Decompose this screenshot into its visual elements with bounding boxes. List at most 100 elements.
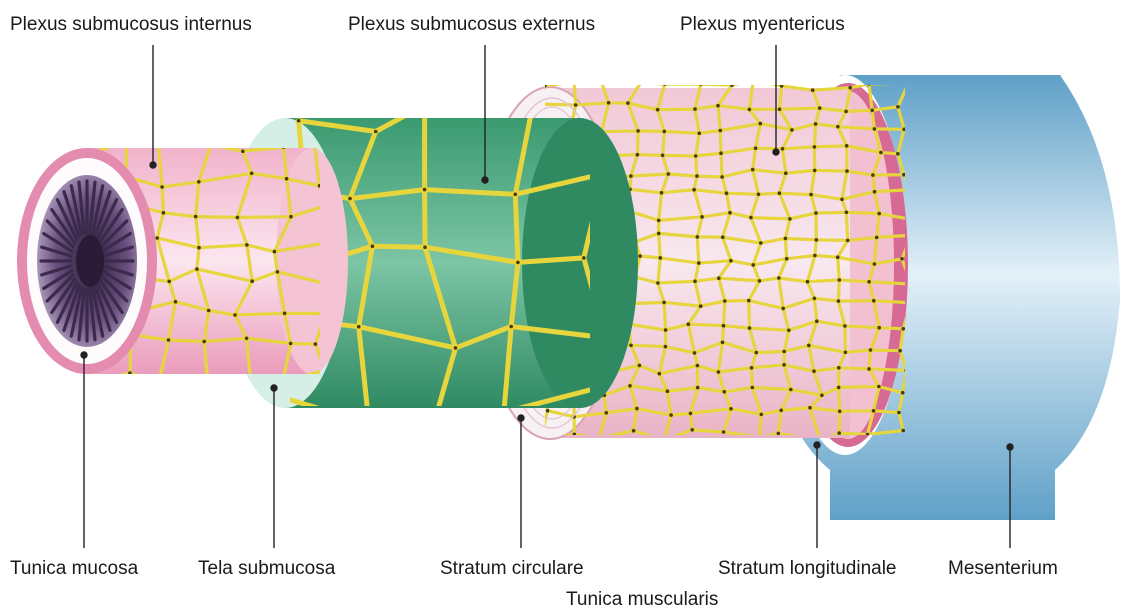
ganglion-dot <box>574 103 578 107</box>
ganglion-dot <box>695 174 699 178</box>
ganglion-dot <box>690 428 694 432</box>
ganglion-dot <box>639 81 643 85</box>
ganglion-dot <box>837 299 841 303</box>
ganglion-dot <box>845 169 849 173</box>
ganglion-dot <box>873 127 877 131</box>
ganglion-dot <box>197 246 201 250</box>
ganglion-dot <box>845 211 849 215</box>
ganglion-dot <box>660 191 664 195</box>
ganglion-dot <box>157 379 161 383</box>
ganglion-dot <box>423 103 427 107</box>
ganglion-dot <box>896 152 900 156</box>
ganglion-dot <box>752 78 756 82</box>
ganglion-dot <box>720 175 724 179</box>
ganglion-dot <box>241 150 245 154</box>
ganglion-dot <box>812 369 816 373</box>
ganglion-dot <box>663 82 667 86</box>
ganglion-dot <box>787 329 791 333</box>
ganglion-dot <box>838 278 842 282</box>
ganglion-dot <box>669 413 673 417</box>
ganglion-dot <box>656 281 660 285</box>
ganglion-dot <box>687 322 691 326</box>
ganglion-dot <box>725 191 729 195</box>
label-plexus-submucosus-externus: Plexus submucosus externus <box>348 14 595 36</box>
ganglion-dot <box>814 211 818 215</box>
ganglion-dot <box>873 190 877 194</box>
ganglion-dot <box>721 235 725 239</box>
ganglion-dot <box>779 409 783 413</box>
ganglion-dot <box>869 348 873 352</box>
ganglion-dot <box>289 215 293 219</box>
ganglion-dot <box>582 256 586 260</box>
ganglion-dot <box>367 421 371 425</box>
ganglion-dot <box>811 88 815 92</box>
ganglion-dot <box>125 138 129 142</box>
ganglion-dot <box>195 267 199 271</box>
ganglion-dot <box>875 236 879 240</box>
ganglion-dot <box>202 340 206 344</box>
ganglion-dot <box>283 312 287 316</box>
ganglion-dot <box>844 110 848 114</box>
ganglion-dot <box>751 168 755 172</box>
ganglion-dot <box>728 211 732 215</box>
ganglion-dot <box>901 391 905 395</box>
ganglion-dot <box>872 409 876 413</box>
ganglion-dot <box>901 429 905 433</box>
ganglion-dot <box>700 215 704 219</box>
ganglion-dot <box>877 385 881 389</box>
ganglion-dot <box>747 299 751 303</box>
ganglion-dot <box>755 351 759 355</box>
ganglion-dot <box>729 407 733 411</box>
ganglion-dot <box>693 280 697 284</box>
ganglion-dot <box>717 370 721 374</box>
ganglion-dot <box>716 104 720 108</box>
ganglion-dot <box>818 106 822 110</box>
label-tunica-mucosa: Tunica mucosa <box>10 558 138 580</box>
ganglion-dot <box>717 276 721 280</box>
ganglion-dot <box>781 147 785 151</box>
ganglion-dot <box>721 341 725 345</box>
ganglion-dot <box>607 101 611 105</box>
ganglion-dot <box>757 193 761 197</box>
ganglion-dot <box>790 128 794 132</box>
ganglion-dot <box>722 324 726 328</box>
label-plexus-myentericus: Plexus myentericus <box>680 14 845 36</box>
ganglion-dot <box>516 261 520 265</box>
ganglion-dot <box>807 344 811 348</box>
ganglion-dot <box>748 108 752 112</box>
label-stratum-circulare: Stratum circulare <box>440 558 584 580</box>
ganglion-dot <box>638 364 642 368</box>
label-stratum-longitudinale: Stratum longitudinale <box>718 558 897 580</box>
ganglion-dot <box>871 173 875 177</box>
label-plexus-submucosus-internus: Plexus submucosus internus <box>10 14 252 36</box>
ganglion-dot <box>348 197 352 201</box>
ganglion-dot <box>838 410 842 414</box>
ganglion-dot <box>782 350 786 354</box>
ganglion-dot <box>813 145 817 149</box>
ganglion-dot <box>730 83 734 87</box>
ganglion-dot <box>902 327 906 331</box>
ganglion-dot <box>867 367 871 371</box>
ganglion-dot <box>815 238 819 242</box>
ganglion-dot <box>813 254 817 258</box>
ganglion-dot <box>751 386 755 390</box>
ganglion-dot <box>879 151 883 155</box>
ganglion-dot <box>662 301 666 305</box>
ganglion-dot <box>896 105 900 109</box>
mucosa-layer <box>17 138 348 383</box>
ganglion-dot <box>174 300 178 304</box>
ganglion-dot <box>870 109 874 113</box>
ganglion-dot <box>778 191 782 195</box>
ganglion-dot <box>848 86 852 90</box>
ganglion-dot <box>236 216 240 220</box>
ganglion-dot <box>423 188 427 192</box>
ganglion-dot <box>836 255 840 259</box>
ganglion-dot <box>696 364 700 368</box>
ganglion-dot <box>696 386 700 390</box>
ganglion-dot <box>808 406 812 410</box>
ganglion-dot <box>160 185 164 189</box>
ganglion-dot <box>749 216 753 220</box>
ganglion-dot <box>777 276 781 280</box>
ganglion-dot <box>636 129 640 133</box>
ganglion-dot <box>128 371 132 375</box>
